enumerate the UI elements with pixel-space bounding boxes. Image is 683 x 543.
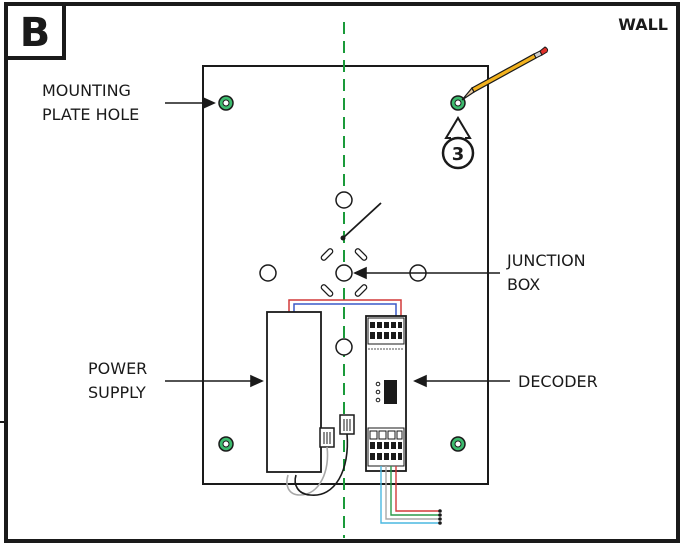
power-supply bbox=[266, 311, 322, 473]
cable-grey bbox=[286, 446, 329, 496]
cable-black bbox=[294, 433, 349, 496]
plate-hole-lower bbox=[335, 338, 353, 356]
junction-label-line2: BOX bbox=[507, 275, 540, 294]
junction-slots bbox=[320, 248, 368, 297]
junction-wire-end bbox=[340, 235, 346, 241]
plate-hole-left bbox=[259, 264, 277, 282]
power-label-line1: POWER bbox=[88, 359, 147, 378]
decoder bbox=[365, 315, 407, 472]
screw-icon-bottom-right bbox=[450, 436, 466, 452]
wire-red-top bbox=[288, 299, 402, 318]
plate-hole-upper bbox=[335, 191, 353, 209]
mounting-label-line2: PLATE HOLE bbox=[42, 105, 139, 124]
panel-letter: B bbox=[20, 10, 51, 56]
pencil-icon bbox=[461, 46, 549, 101]
power-connector-1 bbox=[319, 427, 335, 448]
step-badge bbox=[441, 136, 475, 170]
decoder-label: DECODER bbox=[518, 372, 598, 391]
arrow-icon-decoder bbox=[413, 374, 510, 388]
wire-blue-top bbox=[293, 303, 397, 318]
junction-wire bbox=[342, 202, 382, 239]
mounting-label-line1: MOUNTING bbox=[42, 81, 131, 100]
junction-label-line1: JUNCTION bbox=[506, 251, 586, 270]
wall-label: WALL bbox=[618, 15, 668, 34]
power-label-line2: SUPPLY bbox=[88, 383, 146, 402]
power-connector-2 bbox=[339, 414, 355, 435]
decoder-output-wires bbox=[380, 466, 440, 524]
junction-box-hole bbox=[335, 264, 353, 282]
panel-letter-box bbox=[4, 2, 66, 60]
wire-ends bbox=[438, 509, 442, 525]
arrow-icon-mounting bbox=[165, 96, 216, 110]
arrow-icon-junction bbox=[353, 266, 500, 280]
screw-icon-top-right bbox=[450, 95, 466, 111]
screw-icon-bottom-left bbox=[218, 436, 234, 452]
step-number: 3 bbox=[452, 144, 465, 165]
arrow-icon-power bbox=[165, 374, 264, 388]
screw-icon-top-left bbox=[218, 95, 234, 111]
